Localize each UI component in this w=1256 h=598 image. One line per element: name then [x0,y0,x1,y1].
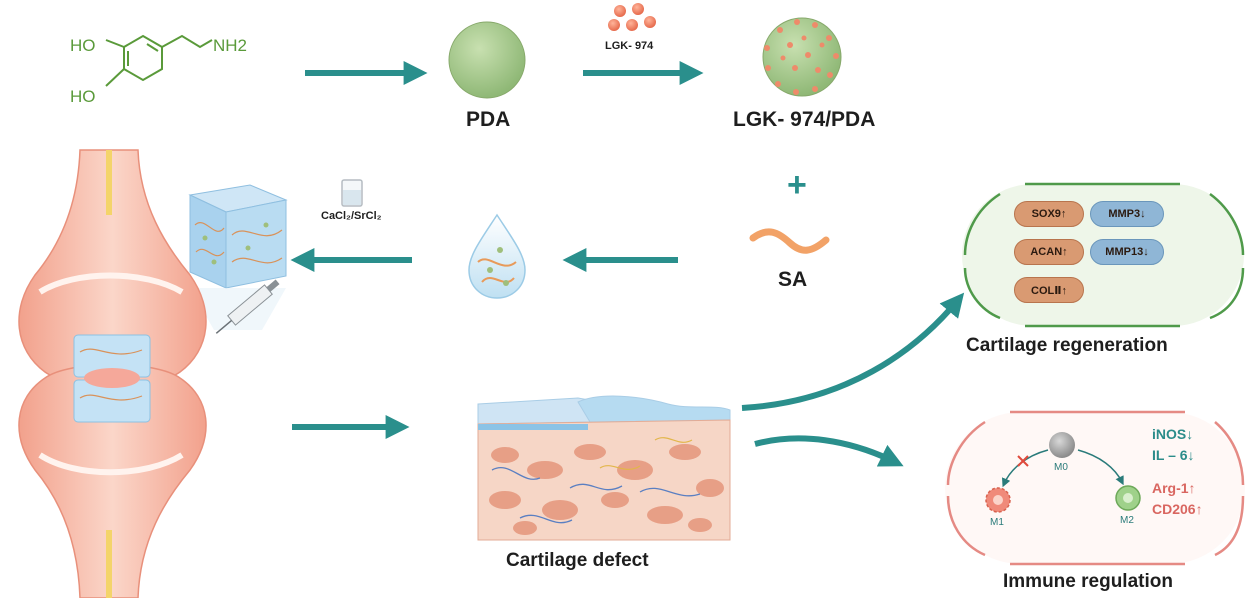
implanted-hydrogel [73,334,151,423]
sa-label: SA [778,268,808,291]
marker-mmp3: MMP3↓ [1090,201,1164,227]
beaker-icon [341,179,363,207]
lgk-974-pda-particle [762,17,842,97]
syringe-icon [215,279,280,334]
immune-regulation-label: Immune regulation [1003,571,1173,592]
m1-macrophage [985,487,1011,513]
marker-arg1: Arg-1↑ [1152,480,1196,496]
dopamine-oh-top: HO [70,36,96,55]
cartilage-regeneration-label: Cartilage regeneration [966,335,1168,356]
arrow-to-regeneration [741,292,965,411]
marker-acan: ACAN↑ [1014,239,1084,265]
cell-label-m0: M0 [1054,462,1068,473]
cell-label-m2: M2 [1120,515,1134,526]
cartilage-defect-label: Cartilage defect [506,550,649,571]
middle-arrows [290,248,678,439]
marker-cd206: CD206↑ [1152,501,1203,517]
lgk-974-pda-label: LGK- 974/PDA [733,108,876,131]
m2-macrophage [1115,485,1141,511]
dopamine-nh2: NH2 [213,36,248,55]
hydrogel-cube [188,184,288,330]
cell-label-m1: M1 [990,517,1004,528]
cartilage-defect-block [477,395,731,541]
crosslinker-label: CaCl₂/SrCl₂ [321,210,382,222]
dopamine-structure [105,34,213,87]
marker-col2: COLⅡ↑ [1014,277,1084,303]
lgk-974-molecules [608,3,656,31]
m0-macrophage [1049,432,1075,458]
marker-inos: iNOS↓ [1152,426,1194,442]
blocked-mark [1017,455,1029,467]
lgk-974-label: LGK- 974 [605,40,654,52]
knee-joint [18,149,207,598]
hydrogel-droplet [468,213,526,299]
immune-panel [945,410,1245,566]
marker-sox9: SOX9↑ [1014,201,1084,227]
marker-il6: IL – 6↓ [1152,447,1195,463]
sa-chain [749,228,830,254]
dopamine-oh-bottom: HO [70,87,96,106]
arrow-to-immune [754,435,904,467]
plus-sign: + [787,166,807,204]
pda-label: PDA [466,108,511,131]
pda-sphere [448,21,526,99]
marker-mmp13: MMP13↓ [1090,239,1164,265]
